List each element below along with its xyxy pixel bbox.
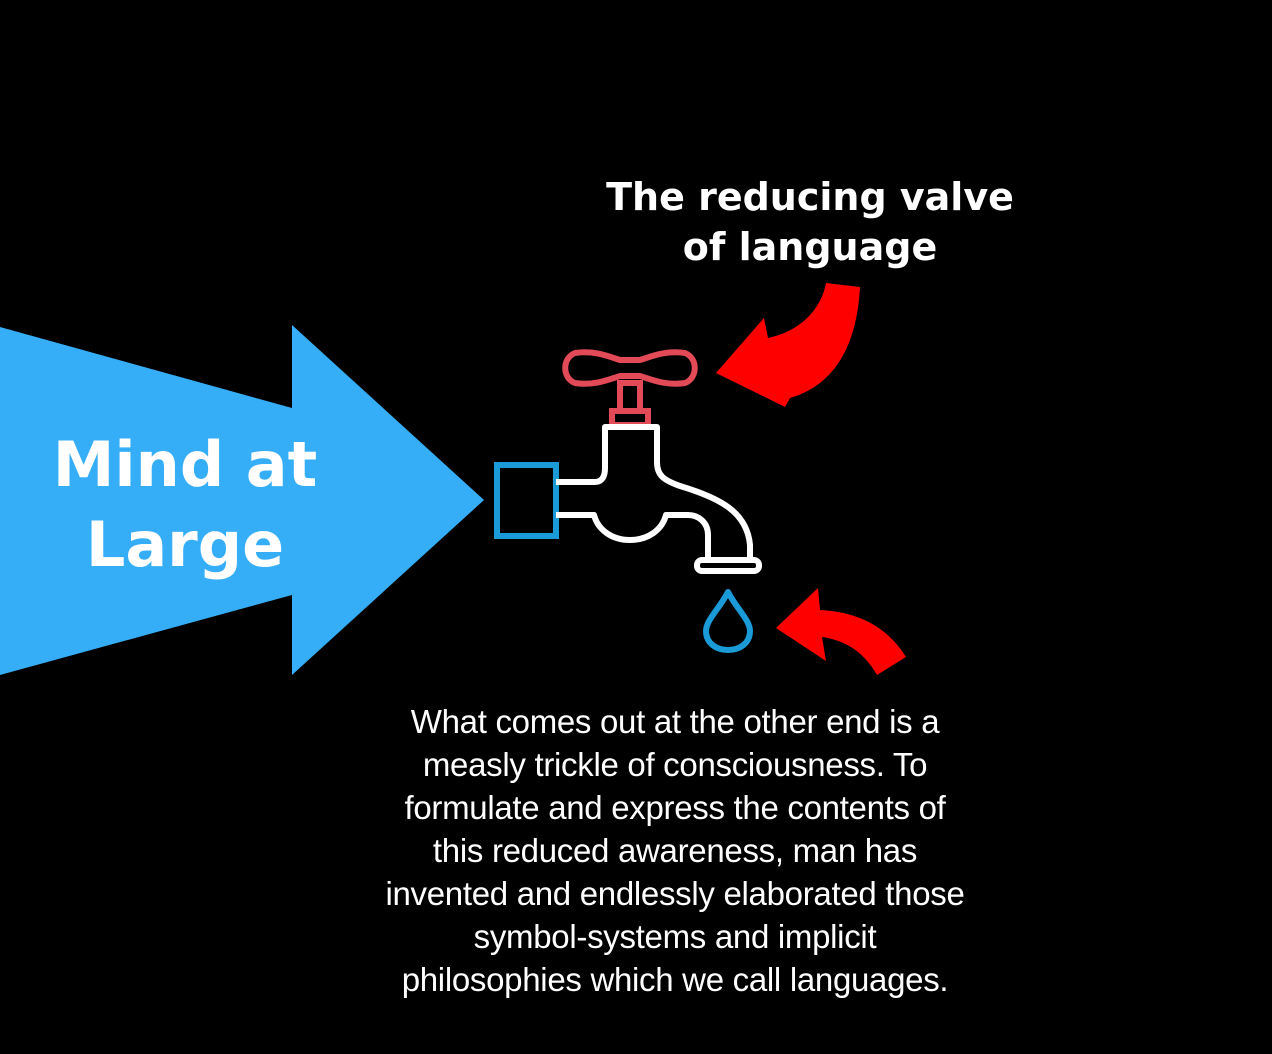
faucet-icon bbox=[494, 349, 762, 574]
curved-arrow-icon bbox=[776, 588, 906, 675]
valve-cap bbox=[609, 408, 651, 428]
valve-callout-line: The reducing valve bbox=[606, 175, 1014, 219]
quote-line: philosophies which we call languages. bbox=[401, 961, 949, 998]
faucet-body bbox=[556, 424, 753, 563]
big-arrow bbox=[0, 325, 484, 675]
valve-callout: The reducing valve of language bbox=[585, 172, 1035, 272]
quote-line: symbol-systems and implicit bbox=[473, 918, 877, 955]
curved-arrow-icon bbox=[716, 283, 860, 407]
faucet-inlet bbox=[494, 462, 559, 539]
quote-line: formulate and express the contents of bbox=[404, 789, 946, 826]
valve-callout-line: of language bbox=[682, 225, 938, 269]
quote-line: this reduced awareness, man has bbox=[432, 832, 918, 869]
quote-line: measly trickle of consciousness. To bbox=[422, 746, 928, 783]
big-arrow-label-line: Large bbox=[85, 508, 285, 581]
valve-handle bbox=[562, 349, 698, 387]
big-arrow-label: Mind at Large bbox=[20, 425, 350, 585]
quote-line: invented and endlessly elaborated those bbox=[385, 875, 965, 912]
faucet-spout bbox=[694, 557, 762, 574]
big-arrow-label-line: Mind at bbox=[52, 428, 318, 501]
water-drop-icon bbox=[703, 589, 753, 653]
quote-text: What comes out at the other end is a mea… bbox=[355, 700, 995, 1001]
valve-stem bbox=[617, 380, 643, 414]
quote-line: What comes out at the other end is a bbox=[410, 703, 940, 740]
